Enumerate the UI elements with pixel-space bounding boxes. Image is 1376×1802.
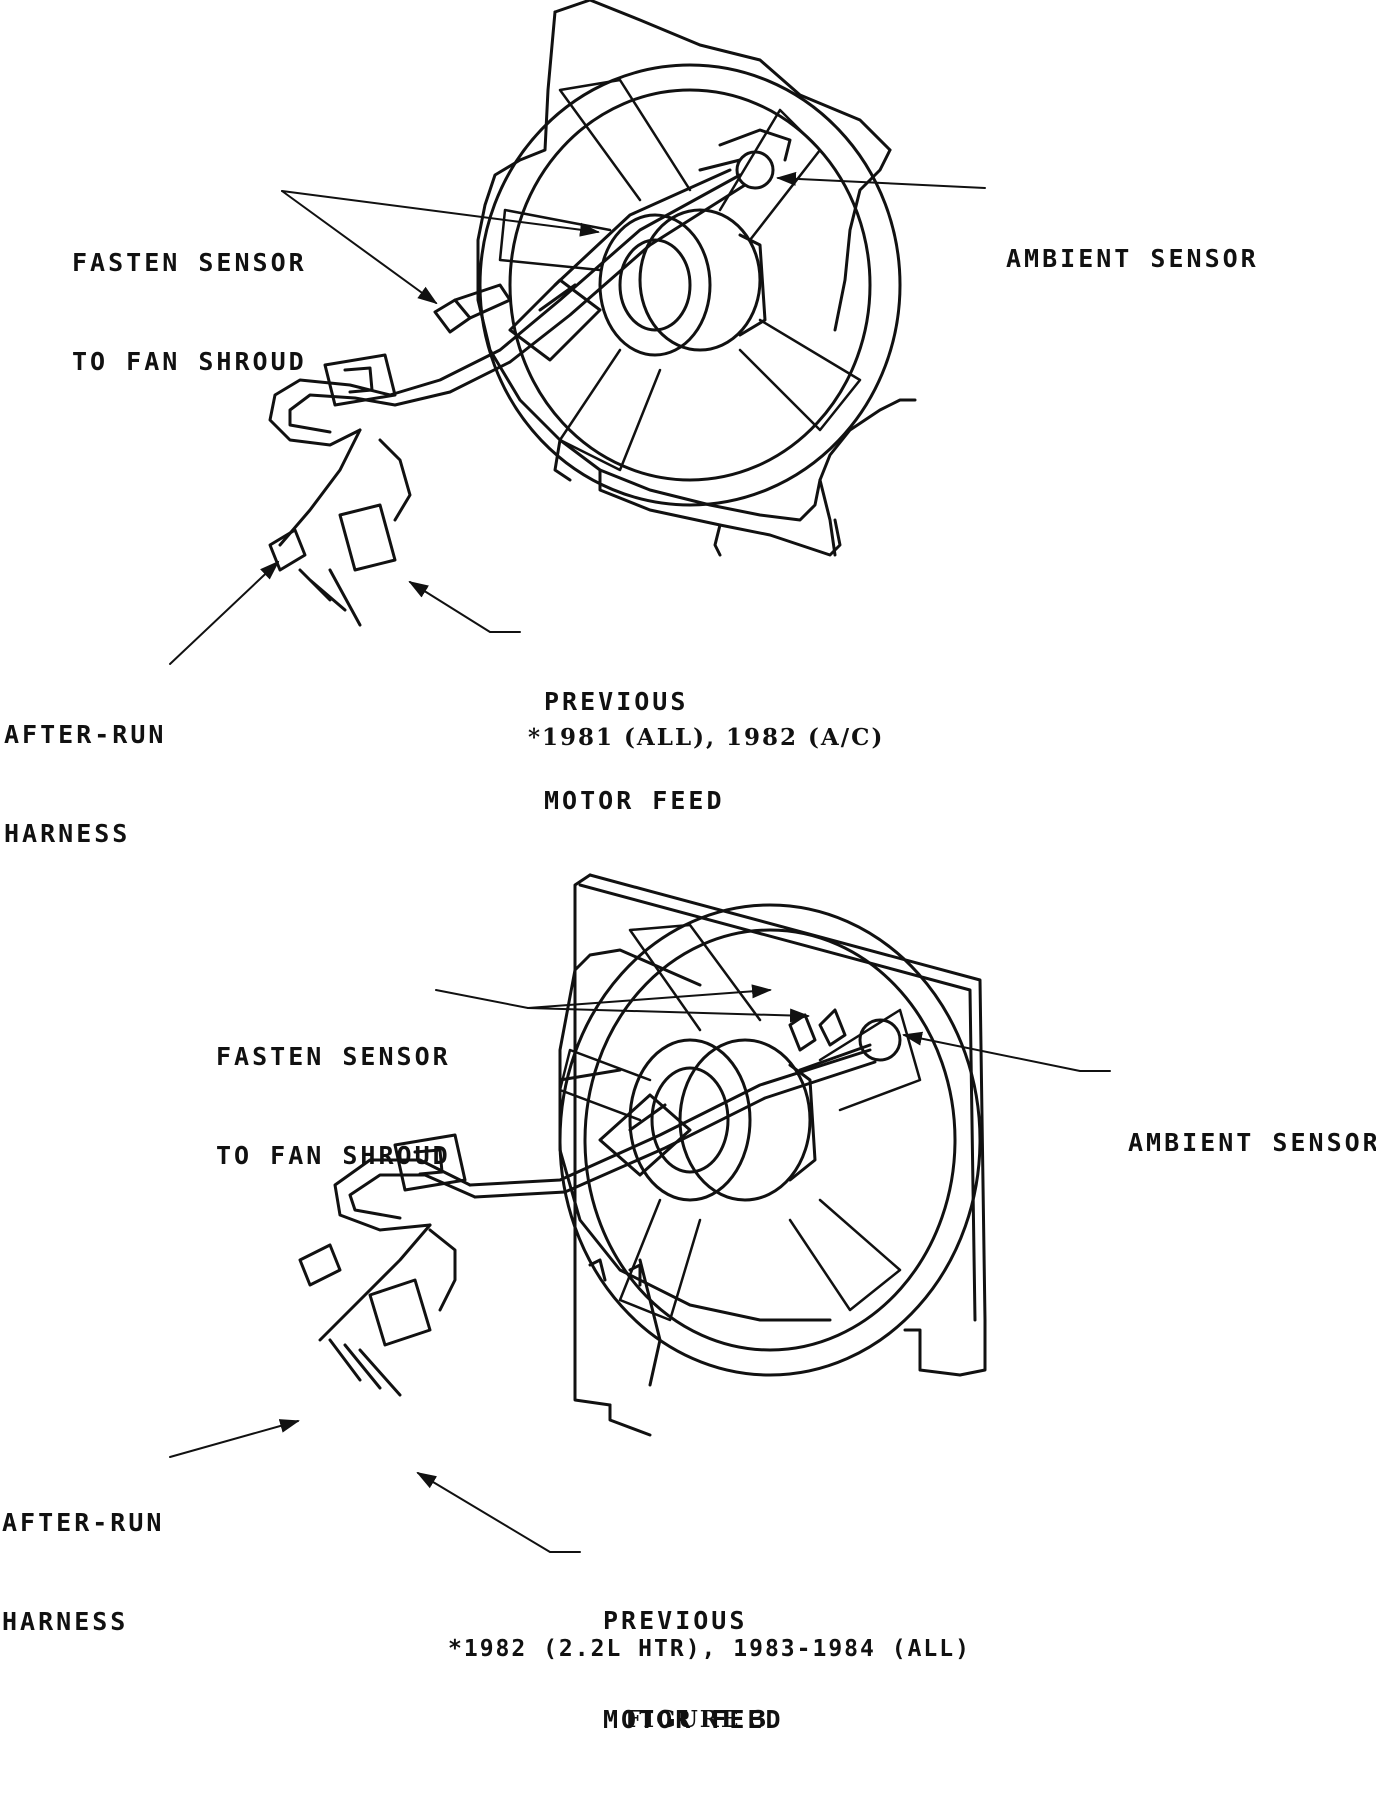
bottom-label-ambient-sensor-text: AMBIENT SENSOR — [1128, 1128, 1376, 1157]
bottom-label-fasten-sensor: FASTEN SENSOR TO FAN SHROUD — [216, 974, 451, 1238]
top-label-ambient-sensor-text: AMBIENT SENSOR — [1006, 244, 1259, 273]
top-wire-harness — [270, 170, 745, 545]
top-label-previous-motor-feed-line-2: MOTOR FEED — [544, 786, 725, 815]
figure-3: FASTEN SENSOR TO FAN SHROUD AMBIENT SENS… — [0, 0, 1376, 1740]
top-fan-shroud — [478, 0, 915, 555]
bottom-label-after-run-line-2: HARNESS — [2, 1607, 129, 1636]
bottom-fan-illustration — [0, 840, 1376, 1740]
top-harness-connectors — [270, 355, 395, 625]
bottom-wire-harness — [320, 1050, 875, 1340]
top-label-fasten-sensor-line-1: FASTEN SENSOR — [72, 248, 307, 277]
top-label-ambient-sensor: AMBIENT SENSOR — [1006, 176, 1259, 341]
bottom-label-previous-motor-feed-line-2: MOTOR FEED — [603, 1705, 784, 1734]
top-label-fasten-sensor-line-2: TO FAN SHROUD — [72, 347, 307, 376]
bottom-motor-connector — [600, 1095, 690, 1175]
top-fan-motor — [600, 210, 765, 355]
top-label-after-run-harness: AFTER-RUN HARNESS — [4, 652, 166, 916]
top-label-previous-motor-feed: PREVIOUS MOTOR FEED — [544, 619, 725, 883]
top-ambient-sensor-part — [700, 130, 790, 188]
bottom-caption: *1982 (2.2L HTR), 1983-1984 (ALL) — [448, 1636, 971, 1662]
bottom-harness-connectors — [300, 1135, 640, 1395]
bottom-label-after-run-harness: AFTER-RUN HARNESS — [2, 1440, 164, 1704]
top-caption: *1981 (ALL), 1982 (A/C) — [528, 724, 885, 751]
bottom-leader-lines — [170, 984, 1110, 1552]
top-fan-blades — [500, 80, 860, 470]
top-fan-ring — [480, 65, 900, 505]
top-label-previous-motor-feed-line-1: PREVIOUS — [544, 687, 689, 716]
top-leader-lines — [170, 171, 985, 664]
top-fastener-bolt — [435, 285, 510, 332]
bottom-label-ambient-sensor: AMBIENT SENSOR — [1128, 1060, 1376, 1225]
bottom-label-fasten-sensor-line-1: FASTEN SENSOR — [216, 1042, 451, 1071]
bottom-label-after-run-line-1: AFTER-RUN — [2, 1508, 165, 1537]
top-motor-connector — [510, 280, 600, 360]
bottom-label-previous-motor-feed: PREVIOUS MOTOR FEED — [603, 1538, 784, 1802]
figure-title: FIGURE 3 — [625, 1706, 769, 1733]
top-label-after-run-line-1: AFTER-RUN — [4, 720, 167, 749]
bottom-label-previous-motor-feed-line-1: PREVIOUS — [603, 1606, 748, 1635]
top-fan-illustration — [0, 0, 1376, 760]
top-label-after-run-line-2: HARNESS — [4, 819, 131, 848]
bottom-ambient-sensor-part — [790, 1010, 900, 1070]
bottom-inner-frame — [560, 950, 830, 1385]
bottom-shroud-plate — [575, 875, 985, 1435]
bottom-label-fasten-sensor-line-2: TO FAN SHROUD — [216, 1141, 451, 1170]
top-label-fasten-sensor: FASTEN SENSOR TO FAN SHROUD — [72, 180, 307, 444]
